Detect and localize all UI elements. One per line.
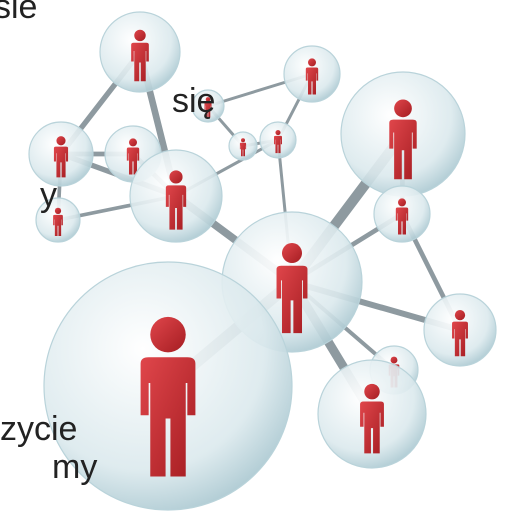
person-bubble <box>259 121 297 159</box>
person-bubble <box>43 261 293 511</box>
text-fragment-2: się <box>172 82 216 120</box>
person-bubble <box>35 197 81 243</box>
person-bubble <box>28 121 94 187</box>
person-bubble <box>283 45 341 103</box>
person-bubble <box>340 71 466 197</box>
text-fragment-3: y <box>40 176 57 214</box>
text-fragment-4: zycie <box>0 410 78 448</box>
person-bubble <box>373 185 431 243</box>
person-bubble <box>423 293 497 367</box>
person-bubble <box>99 11 181 93</box>
text-fragment-5: my <box>52 448 98 486</box>
person-bubble <box>191 89 225 123</box>
person-bubble <box>317 359 427 469</box>
person-bubble <box>228 131 258 161</box>
person-bubbles <box>28 11 497 511</box>
text-fragment-1: sie <box>0 0 38 26</box>
person-bubble <box>129 149 223 243</box>
